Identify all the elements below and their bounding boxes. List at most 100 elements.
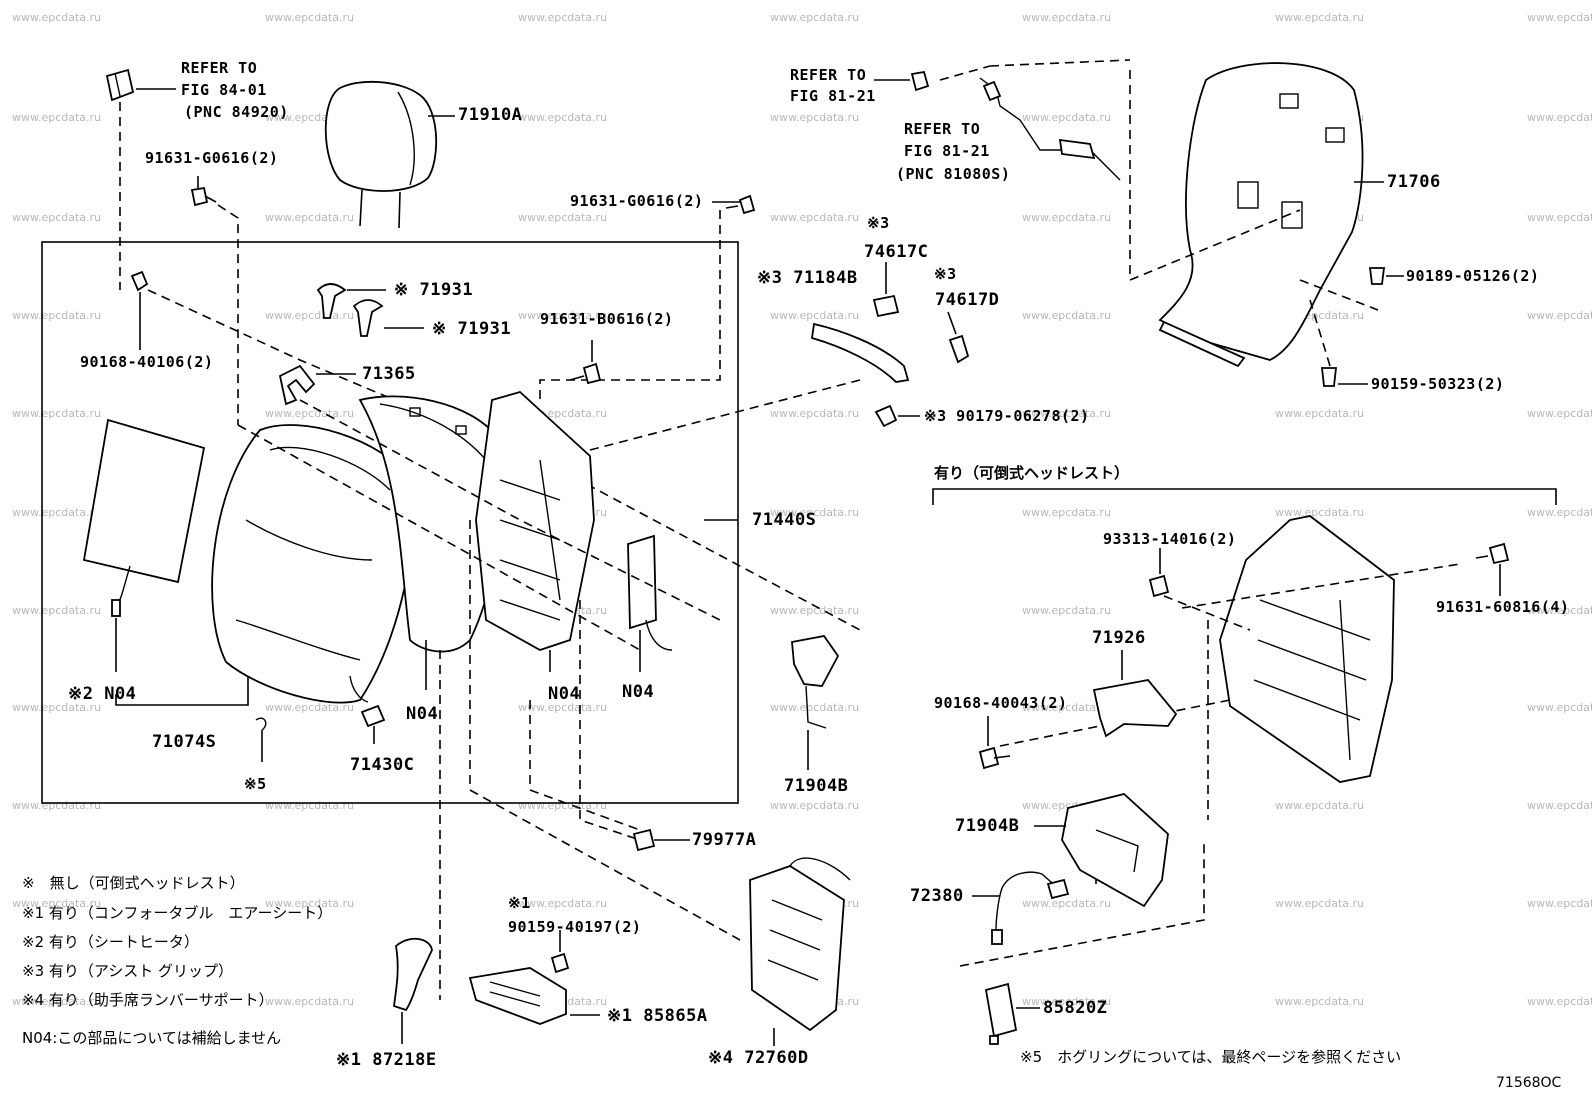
mark-74617D: ※3 bbox=[934, 265, 957, 283]
watermark-text: www.epcdata.ru bbox=[12, 309, 102, 322]
bolt-81-21 bbox=[910, 70, 930, 92]
assembly-frame bbox=[41, 241, 739, 804]
part-72760D[interactable]: ※4 72760D bbox=[708, 1048, 809, 1068]
refer-81b-line1: REFER TO bbox=[904, 120, 981, 138]
bracket-71365 bbox=[278, 364, 316, 406]
seatback-board-71706 bbox=[1158, 62, 1364, 368]
variant-seatback-frame bbox=[1219, 515, 1395, 783]
refer-84-line2: FIG 84-01 bbox=[181, 81, 267, 99]
watermark-text: www.epcdata.ru bbox=[12, 111, 102, 124]
watermark-text: www.epcdata.ru bbox=[518, 309, 608, 322]
watermark-text: www.epcdata.ru bbox=[770, 11, 860, 24]
part-N04-heater[interactable]: ※2 N04 bbox=[68, 684, 137, 704]
cap-74617C bbox=[872, 294, 900, 318]
part-91631-G0616-left[interactable]: 91631-G0616(2) bbox=[145, 149, 279, 167]
part-71430C[interactable]: 71430C bbox=[350, 755, 415, 775]
watermark-text: www.epcdata.ru bbox=[1527, 701, 1592, 714]
part-71904B-left[interactable]: 71904B bbox=[784, 776, 849, 796]
part-91631-B0616[interactable]: 91631-B0616(2) bbox=[540, 310, 674, 328]
part-71910A[interactable]: 71910A bbox=[458, 105, 523, 125]
watermark-text: www.epcdata.ru bbox=[1527, 995, 1592, 1008]
part-71926[interactable]: 71926 bbox=[1092, 628, 1146, 648]
watermark-text: www.epcdata.ru bbox=[1275, 995, 1365, 1008]
part-79977A bbox=[632, 828, 656, 852]
watermark-text: www.epcdata.ru bbox=[12, 995, 102, 1008]
watermark-text: www.epcdata.ru bbox=[1022, 111, 1112, 124]
part-71365[interactable]: 71365 bbox=[362, 364, 416, 384]
clip-84920-drawing bbox=[105, 68, 135, 102]
part-90159-40197[interactable]: 90159-40197(2) bbox=[508, 918, 642, 936]
part-N04-pad[interactable]: N04 bbox=[406, 704, 439, 724]
harness-81080S bbox=[979, 77, 1121, 181]
part-90159-50323[interactable]: 90159-50323(2) bbox=[1371, 375, 1505, 393]
cap-74617D bbox=[948, 334, 970, 364]
mark-90159-40197: ※1 bbox=[508, 894, 531, 912]
watermark-text: www.epcdata.ru bbox=[1527, 211, 1592, 224]
watermark-text: www.epcdata.ru bbox=[265, 111, 355, 124]
part-85865A[interactable]: ※1 85865A bbox=[607, 1006, 708, 1026]
part-71931-b[interactable]: ※ 71931 bbox=[432, 319, 512, 339]
variant-bracket bbox=[932, 488, 1557, 505]
watermark-text: www.epcdata.ru bbox=[265, 701, 355, 714]
part-74617C[interactable]: 74617C bbox=[864, 242, 929, 262]
part-91631-G0616-right[interactable]: 91631-G0616(2) bbox=[570, 192, 704, 210]
part-71440S[interactable]: 71440S bbox=[752, 510, 817, 530]
watermark-text: www.epcdata.ru bbox=[265, 897, 355, 910]
part-72380[interactable]: 72380 bbox=[910, 886, 964, 906]
watermark-text: www.epcdata.ru bbox=[12, 799, 102, 812]
refer-81a-line1: REFER TO bbox=[790, 66, 867, 84]
clip-71931-a bbox=[316, 283, 347, 319]
refer-84-line1: REFER TO bbox=[181, 59, 258, 77]
watermark-text: www.epcdata.ru bbox=[1022, 701, 1112, 714]
watermark-text: www.epcdata.ru bbox=[1527, 604, 1592, 617]
bracket-71926 bbox=[1092, 679, 1178, 738]
clip-90179 bbox=[874, 404, 898, 428]
legend-line-3: ※2 有り（シートヒータ） bbox=[22, 933, 199, 951]
part-90168-40106[interactable]: 90168-40106(2) bbox=[80, 353, 214, 371]
watermark-text: www.epcdata.ru bbox=[518, 897, 608, 910]
part-71904B-right[interactable]: 71904B bbox=[955, 816, 1020, 836]
bolt-90168-40043 bbox=[978, 746, 1011, 770]
figure-code: 71568OC bbox=[1496, 1075, 1562, 1091]
watermark-text: www.epcdata.ru bbox=[12, 897, 102, 910]
part-74617D[interactable]: 74617D bbox=[935, 290, 1000, 310]
part-N04-module[interactable]: N04 bbox=[622, 682, 655, 702]
part-N04-frame[interactable]: N04 bbox=[548, 684, 581, 704]
part-93313-14016[interactable]: 93313-14016(2) bbox=[1103, 530, 1237, 548]
part-71074S[interactable]: 71074S bbox=[152, 732, 217, 752]
watermark-text: www.epcdata.ru bbox=[1527, 11, 1592, 24]
watermark-text: www.epcdata.ru bbox=[1022, 897, 1112, 910]
watermark-text: www.epcdata.ru bbox=[1527, 309, 1592, 322]
part-91631-60816[interactable]: 91631-60816(4) bbox=[1436, 598, 1570, 616]
watermark-text: www.epcdata.ru bbox=[265, 995, 355, 1008]
watermark-text: www.epcdata.ru bbox=[770, 799, 860, 812]
part-90179-06278[interactable]: ※3 90179-06278(2) bbox=[924, 407, 1090, 425]
legend-line-1: ※ 無し（可倒式ヘッドレスト） bbox=[22, 874, 245, 892]
watermark-text: www.epcdata.ru bbox=[1275, 799, 1365, 812]
bolt-91631-G0616-left bbox=[190, 186, 217, 207]
seatback-pad bbox=[358, 395, 504, 653]
legend-line-5: ※4 有り（助手席ランバーサポート） bbox=[22, 991, 274, 1009]
watermark-text: www.epcdata.ru bbox=[12, 11, 102, 24]
part-90189-05126[interactable]: 90189-05126(2) bbox=[1406, 267, 1540, 285]
watermark-text: www.epcdata.ru bbox=[770, 506, 860, 519]
part-71184B[interactable]: ※3 71184B bbox=[757, 268, 858, 288]
part-90168-40043[interactable]: 90168-40043(2) bbox=[934, 694, 1068, 712]
watermark-text: www.epcdata.ru bbox=[265, 407, 355, 420]
watermark-text: www.epcdata.ru bbox=[1275, 897, 1365, 910]
part-85820Z[interactable]: 85820Z bbox=[1043, 998, 1108, 1018]
part-87218E[interactable]: ※1 87218E bbox=[336, 1050, 437, 1070]
watermark-text: www.epcdata.ru bbox=[265, 11, 355, 24]
watermark-text: www.epcdata.ru bbox=[1527, 897, 1592, 910]
part-71706[interactable]: 71706 bbox=[1387, 172, 1441, 192]
watermark-text: www.epcdata.ru bbox=[770, 211, 860, 224]
part-71931-a[interactable]: ※ 71931 bbox=[394, 280, 474, 300]
clip-90168-40106 bbox=[130, 270, 149, 292]
watermark-text: www.epcdata.ru bbox=[12, 407, 102, 420]
clip-71931-b bbox=[352, 299, 384, 337]
watermark-text: www.epcdata.ru bbox=[12, 211, 102, 224]
part-79977A[interactable]: 79977A bbox=[692, 830, 757, 850]
watermark-text: www.epcdata.ru bbox=[518, 799, 608, 812]
